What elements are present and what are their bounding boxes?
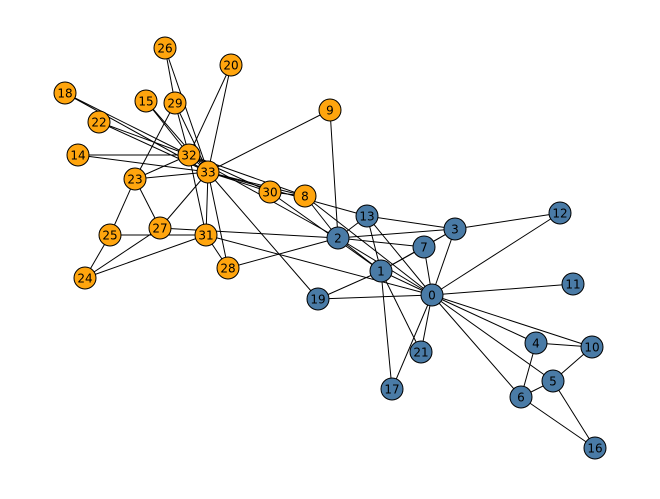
graph-edge-24-27 [84,227,161,279]
graph-edge-24-31 [84,234,207,279]
graph-node-15 [134,89,158,113]
graph-edge-20-33 [207,64,232,173]
graph-edge-0-31 [205,234,433,296]
graph-edge-23-29 [134,102,176,180]
graph-node-18 [53,81,77,105]
graph-edge-30-32 [188,154,271,193]
graph-node-5 [541,369,565,393]
graph-edge-29-33 [174,102,209,173]
graph-node-16 [583,436,607,460]
graph-node-10 [580,335,604,359]
graph-node-24 [73,266,97,290]
graph-edge-31-32 [188,154,207,236]
graph-node-7 [412,235,436,259]
graph-edge-18-32 [64,92,190,156]
graph-node-13 [355,204,379,228]
graph-edge-0-17 [391,294,433,390]
graph-node-31 [194,223,218,247]
graph-edge-13-33 [207,171,368,217]
graph-edge-23-33 [134,171,209,180]
graph-node-26 [153,36,177,60]
graph-node-8 [293,184,317,208]
graph-node-6 [509,385,533,409]
graph-node-21 [409,340,433,364]
graph-node-1 [369,259,393,283]
graph-edge-1-21 [380,270,422,353]
graph-edge-0-6 [431,294,522,398]
graph-edge-27-33 [159,171,209,229]
graph-edge-20-32 [188,64,232,156]
graph-node-29 [163,91,187,115]
graph-edge-2-3 [337,228,456,239]
graph-edge-3-12 [454,212,561,230]
graph-node-19 [306,287,330,311]
graph-edge-0-12 [431,212,561,296]
graph-edge-0-11 [431,283,574,296]
graph-edge-0-8 [304,195,433,296]
graph-edge-0-19 [317,294,433,300]
graph-edge-0-4 [431,294,537,344]
graph-node-23 [123,167,147,191]
graph-node-28 [216,256,240,280]
graph-node-17 [380,377,404,401]
graph-edge-15-32 [145,100,190,156]
node-layer [53,36,607,460]
graph-edge-2-9 [329,109,339,239]
graph-edge-1-17 [380,270,393,390]
graph-edge-0-3 [431,228,456,296]
graph-edge-2-28 [227,237,339,269]
graph-edge-0-5 [431,294,554,382]
graph-node-14 [66,143,90,167]
graph-edge-5-16 [552,380,596,449]
graph-edge-2-27 [159,227,339,239]
graph-edge-9-33 [207,109,331,173]
graph-edge-22-32 [98,121,190,156]
graph-node-27 [148,216,172,240]
graph-node-22 [87,110,111,134]
graph-edge-28-33 [207,171,229,269]
graph-node-4 [524,331,548,355]
graph-node-11 [561,272,585,296]
graph-edge-3-13 [366,215,456,230]
graph-node-30 [258,180,282,204]
graph-node-3 [443,217,467,241]
graph-node-2 [326,226,350,250]
graph-edge-6-16 [520,396,596,449]
graph-edge-0-10 [431,294,593,348]
graph-node-32 [177,143,201,167]
graph-node-9 [318,98,342,122]
graph-node-0 [420,283,444,307]
graph-node-25 [98,223,122,247]
graph-node-33 [196,160,220,184]
graph-edge-19-33 [207,171,319,300]
graph-edge-2-7 [337,237,425,248]
graph-node-20 [219,53,243,77]
graph-edge-0-13 [366,215,433,296]
graph-edge-26-33 [164,47,209,173]
graph-node-12 [548,201,572,225]
